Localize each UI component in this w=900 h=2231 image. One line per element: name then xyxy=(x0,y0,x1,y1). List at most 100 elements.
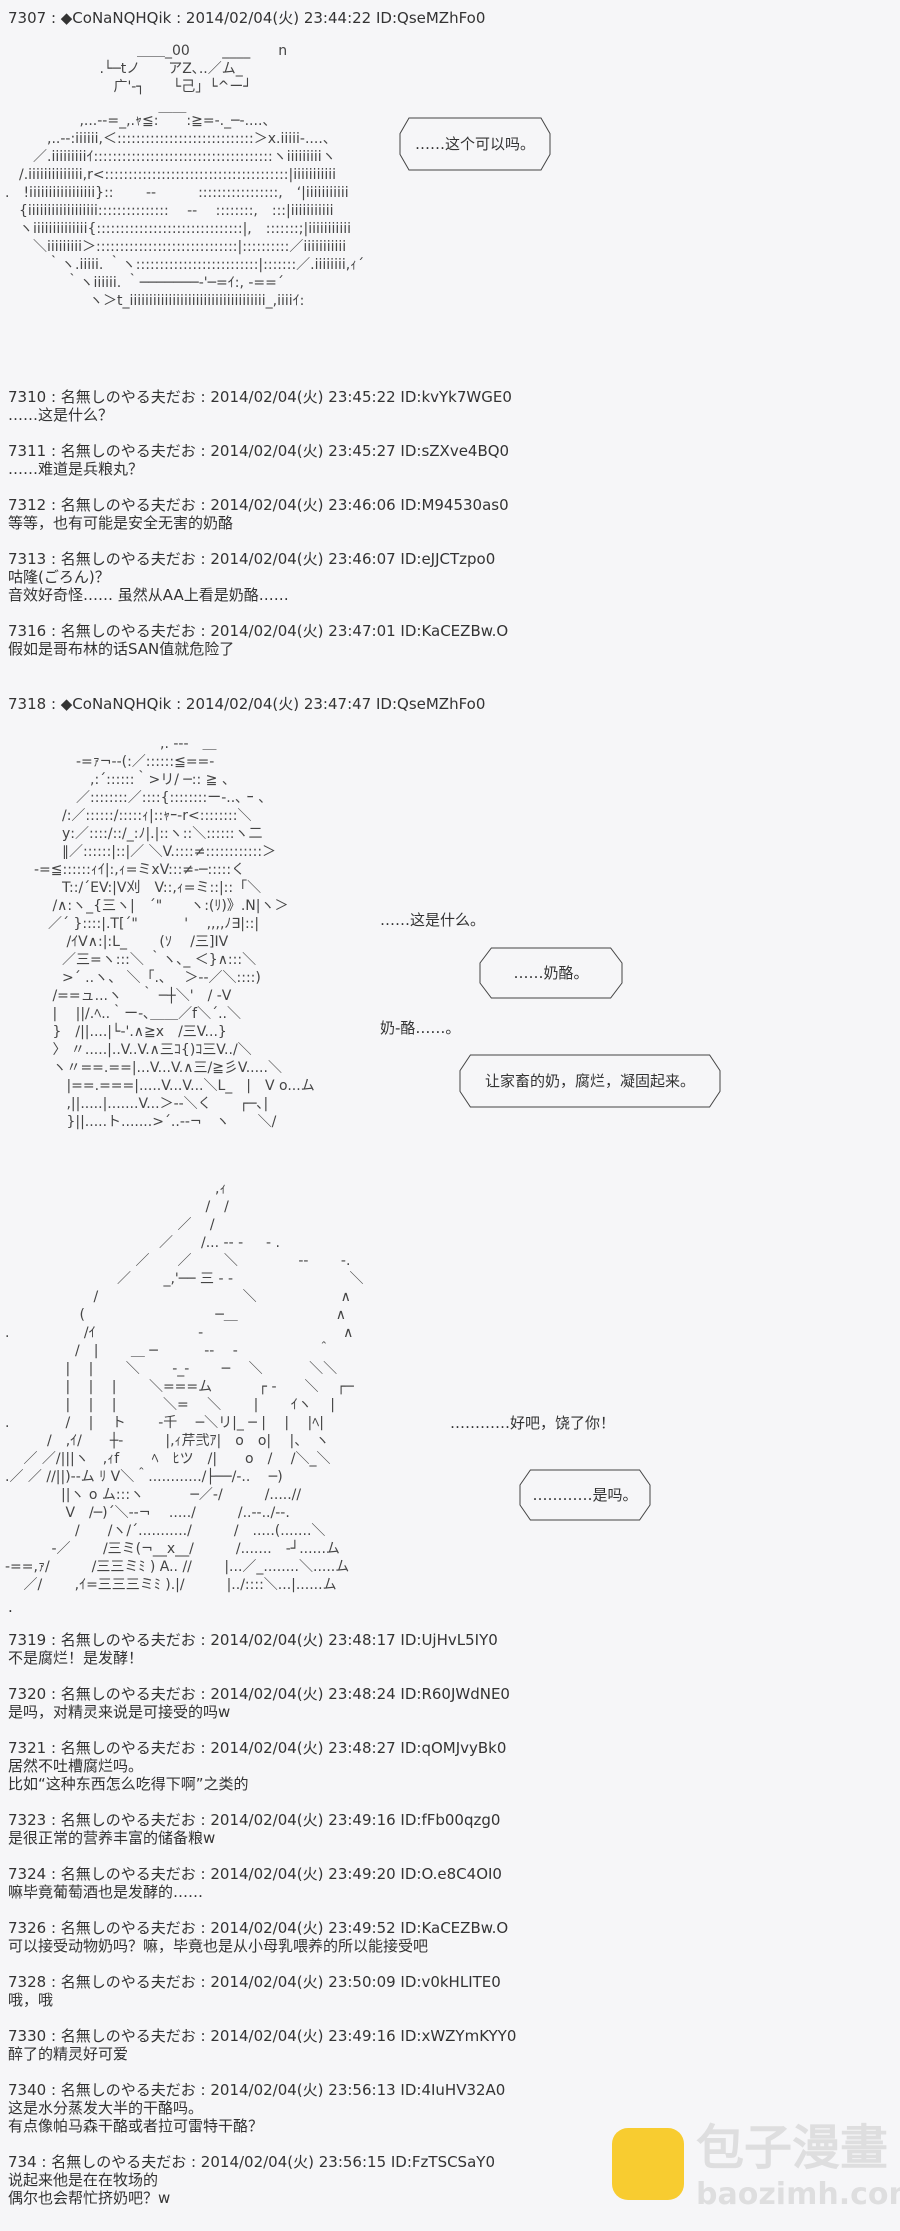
post: 7323 : 名無しのやる夫だお : 2014/02/04(火) 23:49:1… xyxy=(8,1811,516,1847)
ascii-art-line: }||.....ト.......>´..‐-¬ ヽ ＼/ xyxy=(20,1114,277,1130)
ascii-art-line: ,...-‐=_,.ｬ≦:￣￣:≧=-._─-....、 xyxy=(5,113,277,129)
ascii-art-line: ／/ ,ｲ=三三三ミﾐ ).|/ |../::::＼...|......ム xyxy=(5,1577,337,1593)
ascii-art-line: |==.===|.....V...V...＼L_ | V o...ム xyxy=(20,1078,315,1094)
post-header: 7326 : 名無しのやる夫だお : 2014/02/04(火) 23:49:5… xyxy=(8,1919,509,1937)
post-body-line: ……难道是兵粮丸？ xyxy=(8,460,144,478)
ascii-art-line: /:／::::::/:::::ｨ|::ｬｰ-r<::::::::＼ xyxy=(20,808,252,824)
ascii-art-line: . /ｲ - ∧ xyxy=(5,1325,354,1341)
ascii-art-line: ／´ }::::|.T[´" ' ,,,,ﾉ∃|::| xyxy=(20,916,260,932)
post: 7310 : 名無しのやる夫だお : 2014/02/04(火) 23:45:2… xyxy=(8,388,512,424)
ascii-art-line: / / xyxy=(5,1199,229,1215)
ascii-art-line: / | ＿ ─ -‐ - ＾ xyxy=(5,1343,331,1359)
watermark-brand: 包子漫畫 xyxy=(696,2120,889,2176)
post-body-line: 假如是哥布林的话SAN值就危险了 xyxy=(8,640,235,658)
ascii-art-line: ヽ＞t_iiiiiiiiiiiiiiiiiiiiiiiiiiiiiiiiiii_… xyxy=(5,293,305,309)
ascii-art-line: . / | ト -千 ─＼リ|_ ─ | | |ﾍ| xyxy=(5,1415,324,1431)
post: 7324 : 名無しのやる夫だお : 2014/02/04(火) 23:49:2… xyxy=(8,1865,516,1901)
speech-bubble: 让家畜的奶，腐烂，凝固起来。 xyxy=(460,1055,720,1107)
post: 7320 : 名無しのやる夫だお : 2014/02/04(火) 23:48:2… xyxy=(8,1685,516,1721)
speech-bubble: …………是吗。 xyxy=(520,1470,650,1520)
bubble-text: 让家畜的奶，腐烂，凝固起来。 xyxy=(484,1072,695,1090)
ascii-art-line: | | ＼ -_- ─ ＼ ＼＼ xyxy=(5,1361,338,1377)
post-body-line: 等等，也有可能是安全无害的奶酪 xyxy=(8,514,234,532)
post: 7316 : 名無しのやる夫だお : 2014/02/04(火) 23:47:0… xyxy=(8,622,512,658)
ascii-art-line: .└─tノ アZ､..／ム_ xyxy=(95,61,243,77)
ascii-art-line: /==ュ...ヽ ｀ ─┼＼' / ‐V xyxy=(20,988,232,1004)
ascii-art-line: ヽiiiiiiiiiiiiii{::::::::::::::::::::::::… xyxy=(5,221,351,237)
ascii-art-line: ||ヽ o ム:::ヽ ─／-/ /.....// xyxy=(5,1487,302,1503)
post: 7311 : 名無しのやる夫だお : 2014/02/04(火) 23:45:2… xyxy=(8,442,512,478)
ascii-art-line: 广'-┐ └己」└^ー┘ xyxy=(95,79,252,95)
ascii-art-line: у:／::::/::/_:ﾉ|.|::ヽ::＼::::::ヽ二 xyxy=(20,826,263,842)
post: 7312 : 名無しのやる夫だお : 2014/02/04(火) 23:46:0… xyxy=(8,496,512,532)
ascii-art-line: -=≦::::::ｨｲ|:,ｨ=ミxV:::≠-─:::::く xyxy=(20,862,246,878)
ascii-art-line: ∥／::::::|::|／ ＼V.::::≠::::::::::::＞ xyxy=(20,844,277,860)
bubble-text: ……奶酪。 xyxy=(513,964,589,982)
watermark-logo-icon xyxy=(612,2128,684,2200)
caption-text: …………好吧，饶了你！ xyxy=(450,1414,616,1432)
post-header: 7321 : 名無しのやる夫だお : 2014/02/04(火) 23:48:2… xyxy=(8,1739,507,1757)
ascii-art-line: ( ─＿ ∧ xyxy=(5,1307,347,1323)
post-body-line: 音效好奇怪…… 虽然从AA上看是奶酪…… xyxy=(8,586,289,604)
ascii-art-line: -==,ｧ/ /三三ミﾐ ) A.. // |...／_........＼...… xyxy=(5,1559,350,1575)
post-body-line: 哦，哦 xyxy=(8,1991,54,2009)
ascii-art-line: /.iiiiiiiiiiiiii,r<:::::::::::::::::::::… xyxy=(5,167,337,183)
post-header-7307: 7307 : ◆CoNaNQHQik : 2014/02/04(火) 23:44… xyxy=(8,9,486,27)
post: 7313 : 名無しのやる夫だお : 2014/02/04(火) 23:46:0… xyxy=(8,550,512,604)
post-header: 7311 : 名無しのやる夫だお : 2014/02/04(火) 23:45:2… xyxy=(8,442,510,460)
caption-text: 奶-酪……。 xyxy=(380,1019,461,1037)
ascii-art-line: / ,ｲ/ ┼- |,ｨ芹弐ｱ| o o| |、 ヽ xyxy=(5,1433,330,1449)
ascii-art-line: T::/´EV:|V刈 V::,ｨ=ミ::|::「＼ xyxy=(20,880,262,896)
post-body-line: 是吗，对精灵来说是可接受的吗w xyxy=(8,1703,231,1721)
ascii-art-line: {iiiiiiiiiiiiiiiiii::::::::::::::: ‐- ::… xyxy=(5,203,334,219)
ascii-art-line: ,||.....|.......V...＞-‐＼く ┌─､| xyxy=(20,1096,269,1112)
post-body-line: 咕隆(ごろん)？ xyxy=(8,568,110,586)
post-header: 7330 : 名無しのやる夫だお : 2014/02/04(火) 23:49:1… xyxy=(8,2027,517,2045)
ascii-art-elf: ,ｨ / / ／ / ／ /... -‐ - - . ／ ／ ＼ ‐- -. ／… xyxy=(5,1180,364,1594)
post-body-line: ……这是什么？ xyxy=(8,406,114,424)
ascii-art-line: ／ ／ ＼ ‐- -. xyxy=(5,1253,351,1269)
ascii-art-line: .／ ／ //||)--ム ﾘ V＼＾............/├──/-.. … xyxy=(5,1469,283,1485)
post-body-line: 偶尔也会帮忙挤奶吧？w xyxy=(8,2189,171,2207)
post-header: 7324 : 名無しのやる夫だお : 2014/02/04(火) 23:49:2… xyxy=(8,1865,502,1883)
watermark-url: baozimh.com xyxy=(696,2177,900,2212)
speech-bubble: ……这个可以吗。 xyxy=(400,118,550,170)
ascii-art-line: -=ｧ¬-‐(:／::::::≦==- xyxy=(20,754,215,770)
ascii-art-line: ／三=ヽ:::＼ ｀ヽ､_ ＜}∧:::＼ xyxy=(20,952,257,968)
post-header: 7340 : 名無しのやる夫だお : 2014/02/04(火) 23:56:1… xyxy=(8,2081,506,2099)
ascii-art-line: / /ヽ/´.........../ / .....(.......＼ xyxy=(5,1523,326,1539)
speech-bubble: ……奶酪。 xyxy=(480,948,622,998)
ascii-art-line: ｀ヽ.iiiii. ｀ヽ::::::::::::::::::::::::::|:… xyxy=(5,257,365,273)
post-body-line: 醉了的精灵好可爱 xyxy=(8,2045,129,2063)
post-header: 7319 : 名無しのやる夫だお : 2014/02/04(火) 23:48:1… xyxy=(8,1631,498,1649)
ascii-art-line: | | | ＼= ＼ | ｲヽ | xyxy=(5,1397,335,1413)
post-header: 7320 : 名無しのやる夫だお : 2014/02/04(火) 23:48:2… xyxy=(8,1685,510,1703)
ascii-art-line: /ｲV∧:|:L_ (ｿ /三]IV xyxy=(20,934,229,950)
post-header: 7328 : 名無しのやる夫だお : 2014/02/04(火) 23:50:0… xyxy=(8,1973,501,1991)
ascii-art-line: ／ /... -‐ - - . xyxy=(5,1235,280,1251)
ascii-art-cheese: ,...-‐=_,.ｬ≦:￣￣:≧=-._─-....、 ,..-‐:iiiii… xyxy=(5,112,364,310)
post-header: 7313 : 名無しのやる夫だお : 2014/02/04(火) 23:46:0… xyxy=(8,550,496,568)
post-body-line: 是很正常的营养丰富的储备粮w xyxy=(8,1829,216,1847)
post: 734 : 名無しのやる夫だお : 2014/02/04(火) 23:56:15… xyxy=(8,2153,516,2207)
post-body-line: 说起来他是在在牧场的 xyxy=(8,2171,159,2189)
post-header: 7323 : 名無しのやる夫だお : 2014/02/04(火) 23:49:1… xyxy=(8,1811,501,1829)
ascii-art-line: ,:´::::::｀>リ/ ─:: ≧ 、 xyxy=(20,772,236,788)
post-header: 7310 : 名無しのやる夫だお : 2014/02/04(火) 23:45:2… xyxy=(8,388,512,406)
post: 7326 : 名無しのやる夫だお : 2014/02/04(火) 23:49:5… xyxy=(8,1919,516,1955)
post-body-line: 这是水分蒸发大半的干酪吗。 xyxy=(8,2099,204,2117)
post-header: 734 : 名無しのやる夫だお : 2014/02/04(火) 23:56:15… xyxy=(8,2153,495,2171)
ascii-art-line: ,..-‐:iiiiii,＜::::::::::::::::::::::::::… xyxy=(5,131,337,147)
post: 7319 : 名無しのやる夫だお : 2014/02/04(火) 23:48:1… xyxy=(8,1631,516,1667)
post-body-line: 嘛毕竟葡萄酒也是发酵的…… xyxy=(8,1883,204,1901)
ascii-art-line: ヽ〃==.==|...V...V.∧三/≧彡V.....＼ xyxy=(20,1060,282,1076)
bubble-text: …………是吗。 xyxy=(532,1486,638,1504)
post-list: 7310 : 名無しのやる夫だお : 2014/02/04(火) 23:45:2… xyxy=(8,388,512,676)
post: 7321 : 名無しのやる夫だお : 2014/02/04(火) 23:48:2… xyxy=(8,1739,516,1793)
post: 7340 : 名無しのやる夫だお : 2014/02/04(火) 23:56:1… xyxy=(8,2081,516,2135)
ascii-art-line: -／ /三ミ(¬__x__/ /....... ‐┘......ム xyxy=(5,1541,340,1557)
ascii-art-line: ＼iiiiiiiii＞:::::::::::::::::::::::::::::… xyxy=(5,239,347,255)
post-header-7318: 7318 : ◆CoNaNQHQik : 2014/02/04(火) 23:47… xyxy=(8,695,486,713)
ascii-art-line: ,. -‐- ＿ xyxy=(20,736,217,752)
post-body-line: 不是腐烂！是发酵！ xyxy=(8,1649,144,1667)
